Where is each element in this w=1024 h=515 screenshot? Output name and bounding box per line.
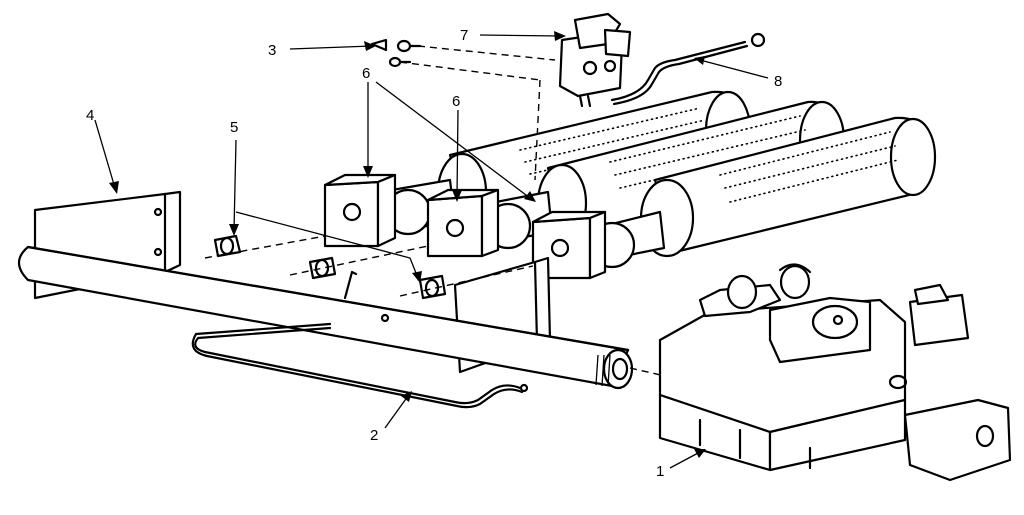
orifice-left bbox=[213, 234, 242, 258]
thermocouple-tube bbox=[191, 322, 529, 409]
orifice-bracket-hook bbox=[343, 270, 358, 300]
callout-1: 1 bbox=[656, 463, 664, 480]
pilot-tubing bbox=[610, 32, 766, 106]
pilot-assembly bbox=[558, 12, 632, 108]
callout-6a: 6 bbox=[362, 65, 370, 82]
pilot-screws bbox=[370, 38, 422, 68]
callout-6b: 6 bbox=[452, 93, 460, 110]
callout-8: 8 bbox=[774, 73, 782, 90]
air-shutter-middle bbox=[426, 188, 500, 258]
air-shutter-left bbox=[323, 173, 397, 248]
callout-5: 5 bbox=[230, 119, 238, 136]
callout-3: 3 bbox=[268, 42, 276, 59]
callout-7: 7 bbox=[460, 27, 468, 44]
callout-4: 4 bbox=[86, 107, 94, 124]
orifice-middle bbox=[308, 256, 337, 280]
callout-2: 2 bbox=[370, 427, 378, 444]
leader-lines bbox=[94, 31, 769, 469]
gas-control-valve bbox=[658, 263, 1012, 482]
gas-manifold-pipe bbox=[17, 245, 634, 390]
